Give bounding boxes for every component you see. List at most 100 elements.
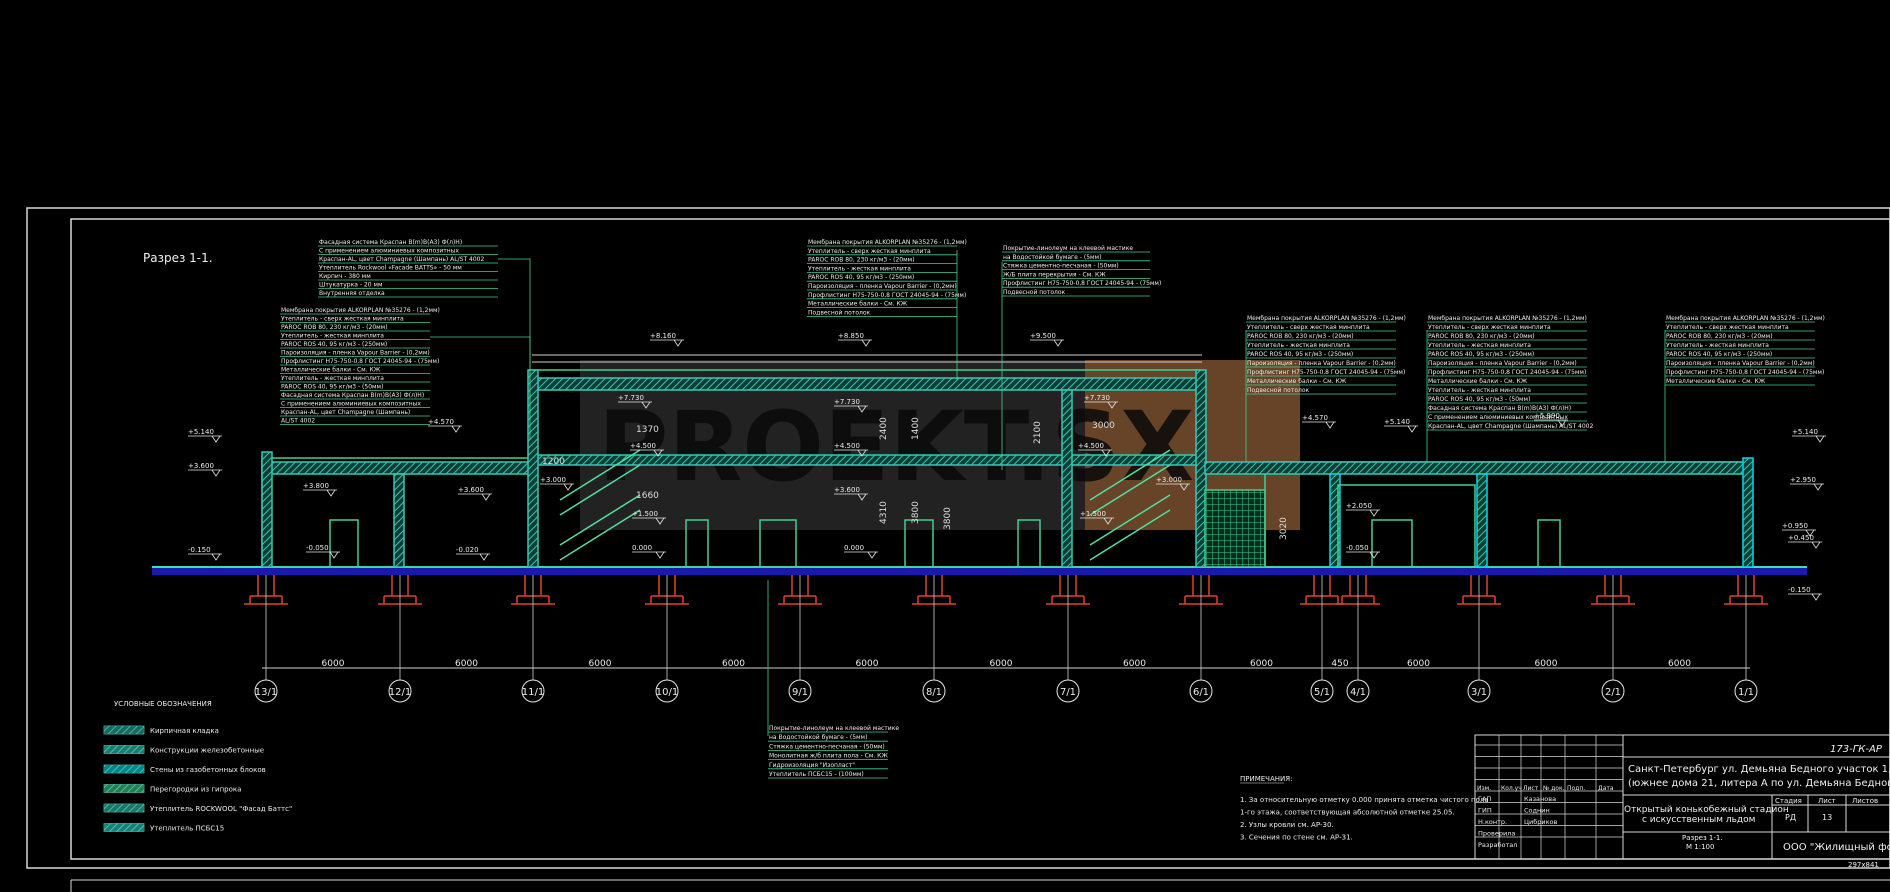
axis-bubble: [1734, 679, 1758, 703]
callout-line: Ж/Б плита перекрытия - См. КЖ: [1003, 271, 1106, 278]
level-arrow: [655, 551, 665, 559]
door-4: [1017, 519, 1041, 568]
axis-bubble: [1467, 679, 1491, 703]
level-arrow: [857, 449, 867, 457]
right-wall-b: [1476, 473, 1488, 568]
tb-sheet-title-2: М 1:100: [1686, 843, 1714, 851]
callout-line: Фасадная система Краспан В(m)В(А3) Ф(л)Н…: [281, 392, 424, 399]
level-arrow: [1179, 483, 1189, 491]
level-mark: -0.150: [188, 546, 211, 554]
callout-leader: [498, 258, 531, 420]
axis-label: 3/1: [1471, 687, 1487, 698]
level-mark: +7.730: [1084, 394, 1110, 402]
callout-line: Профлистинг Н75-750-0,8 ГОСТ 24045-94 - …: [1666, 369, 1824, 376]
level-arrow: [1805, 529, 1815, 537]
callout-line: Пароизоляция - пленка Vapour Barrier - (…: [1666, 360, 1815, 367]
level-mark: 0.000: [632, 544, 652, 552]
axis-label: 4/1: [1350, 687, 1366, 698]
legend-swatch-hatch: [104, 804, 144, 812]
tb-company: ООО "Жилищный фонд": [1783, 842, 1890, 853]
callout-line: Стяжка цементно-песчаная - (50мм): [769, 743, 885, 750]
note-line: 1. За относительную отметку 0.000 принят…: [1240, 796, 1489, 804]
callout-line: Подвесной потолок: [808, 309, 871, 316]
note-line: 2. Узлы кровли см. АР-30.: [1240, 821, 1334, 829]
axis-label: 8/1: [926, 687, 942, 698]
level-mark: +3.600: [188, 462, 214, 470]
axis-bubble: [521, 679, 545, 703]
inner-dimension: 2100: [1033, 421, 1043, 444]
level-arrow: [1107, 401, 1117, 409]
stamp-role: Н.контр.: [1478, 818, 1507, 826]
right-wall-a: [1329, 473, 1341, 568]
callout-line: Мембрана покрытия ALKORPLAN №35276 - (1,…: [808, 239, 967, 246]
callout-line: Монолитная ж/б плита пола - См. КЖ: [769, 753, 888, 760]
level-arrow: [1369, 509, 1379, 517]
tb-stage-head-2: Лист: [1818, 797, 1836, 805]
callout-line: Покрытие-линолеум на клеевой мастике: [1003, 245, 1133, 252]
level-arrow: [451, 425, 461, 433]
callout-line: Гидроизоляция "Изопласт": [769, 762, 855, 769]
right-room: [1337, 484, 1476, 568]
axis-label: 5/1: [1314, 687, 1330, 698]
right-door-1: [1371, 519, 1413, 568]
central-wall-2: [1061, 389, 1073, 568]
callout-line: Утеплитель - сверх жесткая минплита: [1428, 324, 1551, 331]
callout-line: Фасадная система Краспан В(m)В(А3) Ф(л)Н…: [319, 239, 462, 246]
span-dimension: 6000: [1407, 659, 1430, 669]
axis-bubble: [388, 679, 412, 703]
tb-stage-head-1: Стадия: [1775, 797, 1802, 805]
callout-line: Внутренняя отделка: [319, 290, 385, 297]
callout-line: Краспан-AL, цвет Champagne (Шампань) AL/…: [319, 256, 484, 263]
legend-swatch-hatch: [104, 765, 144, 773]
level-mark: +0.950: [1782, 522, 1808, 530]
callout-line: Профлистинг Н75-750-0,8 ГОСТ 24045-94 - …: [1428, 369, 1586, 376]
level-arrow: [653, 449, 663, 457]
level-arrow: [1053, 339, 1063, 347]
inner-dimension: 3800: [911, 501, 921, 524]
callout-line: PAROC ROS 40, 95 кг/м3 - (250мм): [808, 274, 914, 281]
level-mark: -0.050: [306, 544, 329, 552]
inner-dimension: 1200: [542, 457, 565, 467]
level-arrow: [1103, 517, 1113, 525]
level-arrow: [1811, 541, 1821, 549]
inner-dimension: 3020: [1279, 517, 1289, 540]
tb-object-1: Открытый конькобежный стадион: [1624, 805, 1789, 815]
level-arrow: [857, 405, 867, 413]
callout-line: PAROC ROS 40, 95 кг/м3 - (250мм): [1428, 351, 1534, 358]
axis-label: 13/1: [255, 687, 277, 698]
level-mark: +2.050: [1346, 502, 1372, 510]
left-wall-a: [261, 451, 273, 568]
callout-line: Металлические балки - См. КЖ: [808, 301, 908, 308]
note-line: 3. Сечения по стене см. АР-31.: [1240, 834, 1353, 842]
callout-line: Профлистинг Н75-750-0,8 ГОСТ 24045-94 - …: [1003, 280, 1161, 287]
right-roof-slab: [1204, 461, 1751, 475]
level-arrow: [1101, 449, 1111, 457]
axis-label: 9/1: [792, 687, 808, 698]
callout-line: Металлические балки - См. КЖ: [1428, 378, 1528, 385]
stamp-role: ГИП: [1478, 807, 1492, 815]
inner-dimension: 2400: [879, 417, 889, 440]
callout-line: PAROC ROS 40, 95 кг/м3 - (250мм): [1247, 351, 1353, 358]
legend-swatch-hatch: [104, 784, 144, 793]
callout-line: С применением алюминиевых композитных: [319, 248, 459, 255]
axis-bubble: [1346, 679, 1370, 703]
level-arrow: [1811, 593, 1821, 601]
callout-line: PAROC ROB 80, 230 кг/м3 - (20мм): [281, 324, 388, 331]
callout-line: С применением алюминиевых композитных: [1428, 414, 1568, 421]
level-arrow: [1407, 425, 1417, 433]
stamp-header: Дата: [1598, 785, 1614, 792]
level-mark: +0.450: [1788, 534, 1814, 542]
level-mark: +3.600: [458, 486, 484, 494]
level-arrow: [861, 339, 871, 347]
door-2: [759, 519, 797, 568]
callout-line: Утеплитель - сверх жесткая минплита: [808, 248, 931, 255]
callout-line: Металлические балки - См. КЖ: [1666, 378, 1766, 385]
stair-left: [559, 449, 641, 561]
callout-line: Утеплитель - сверх жесткая минплита: [281, 316, 404, 323]
inner-dimension: 4310: [879, 501, 889, 524]
tb-sheet: 13: [1822, 813, 1832, 822]
callout-line: Металлические балки - См. КЖ: [281, 367, 381, 374]
stamp-header: Подп.: [1567, 785, 1585, 792]
